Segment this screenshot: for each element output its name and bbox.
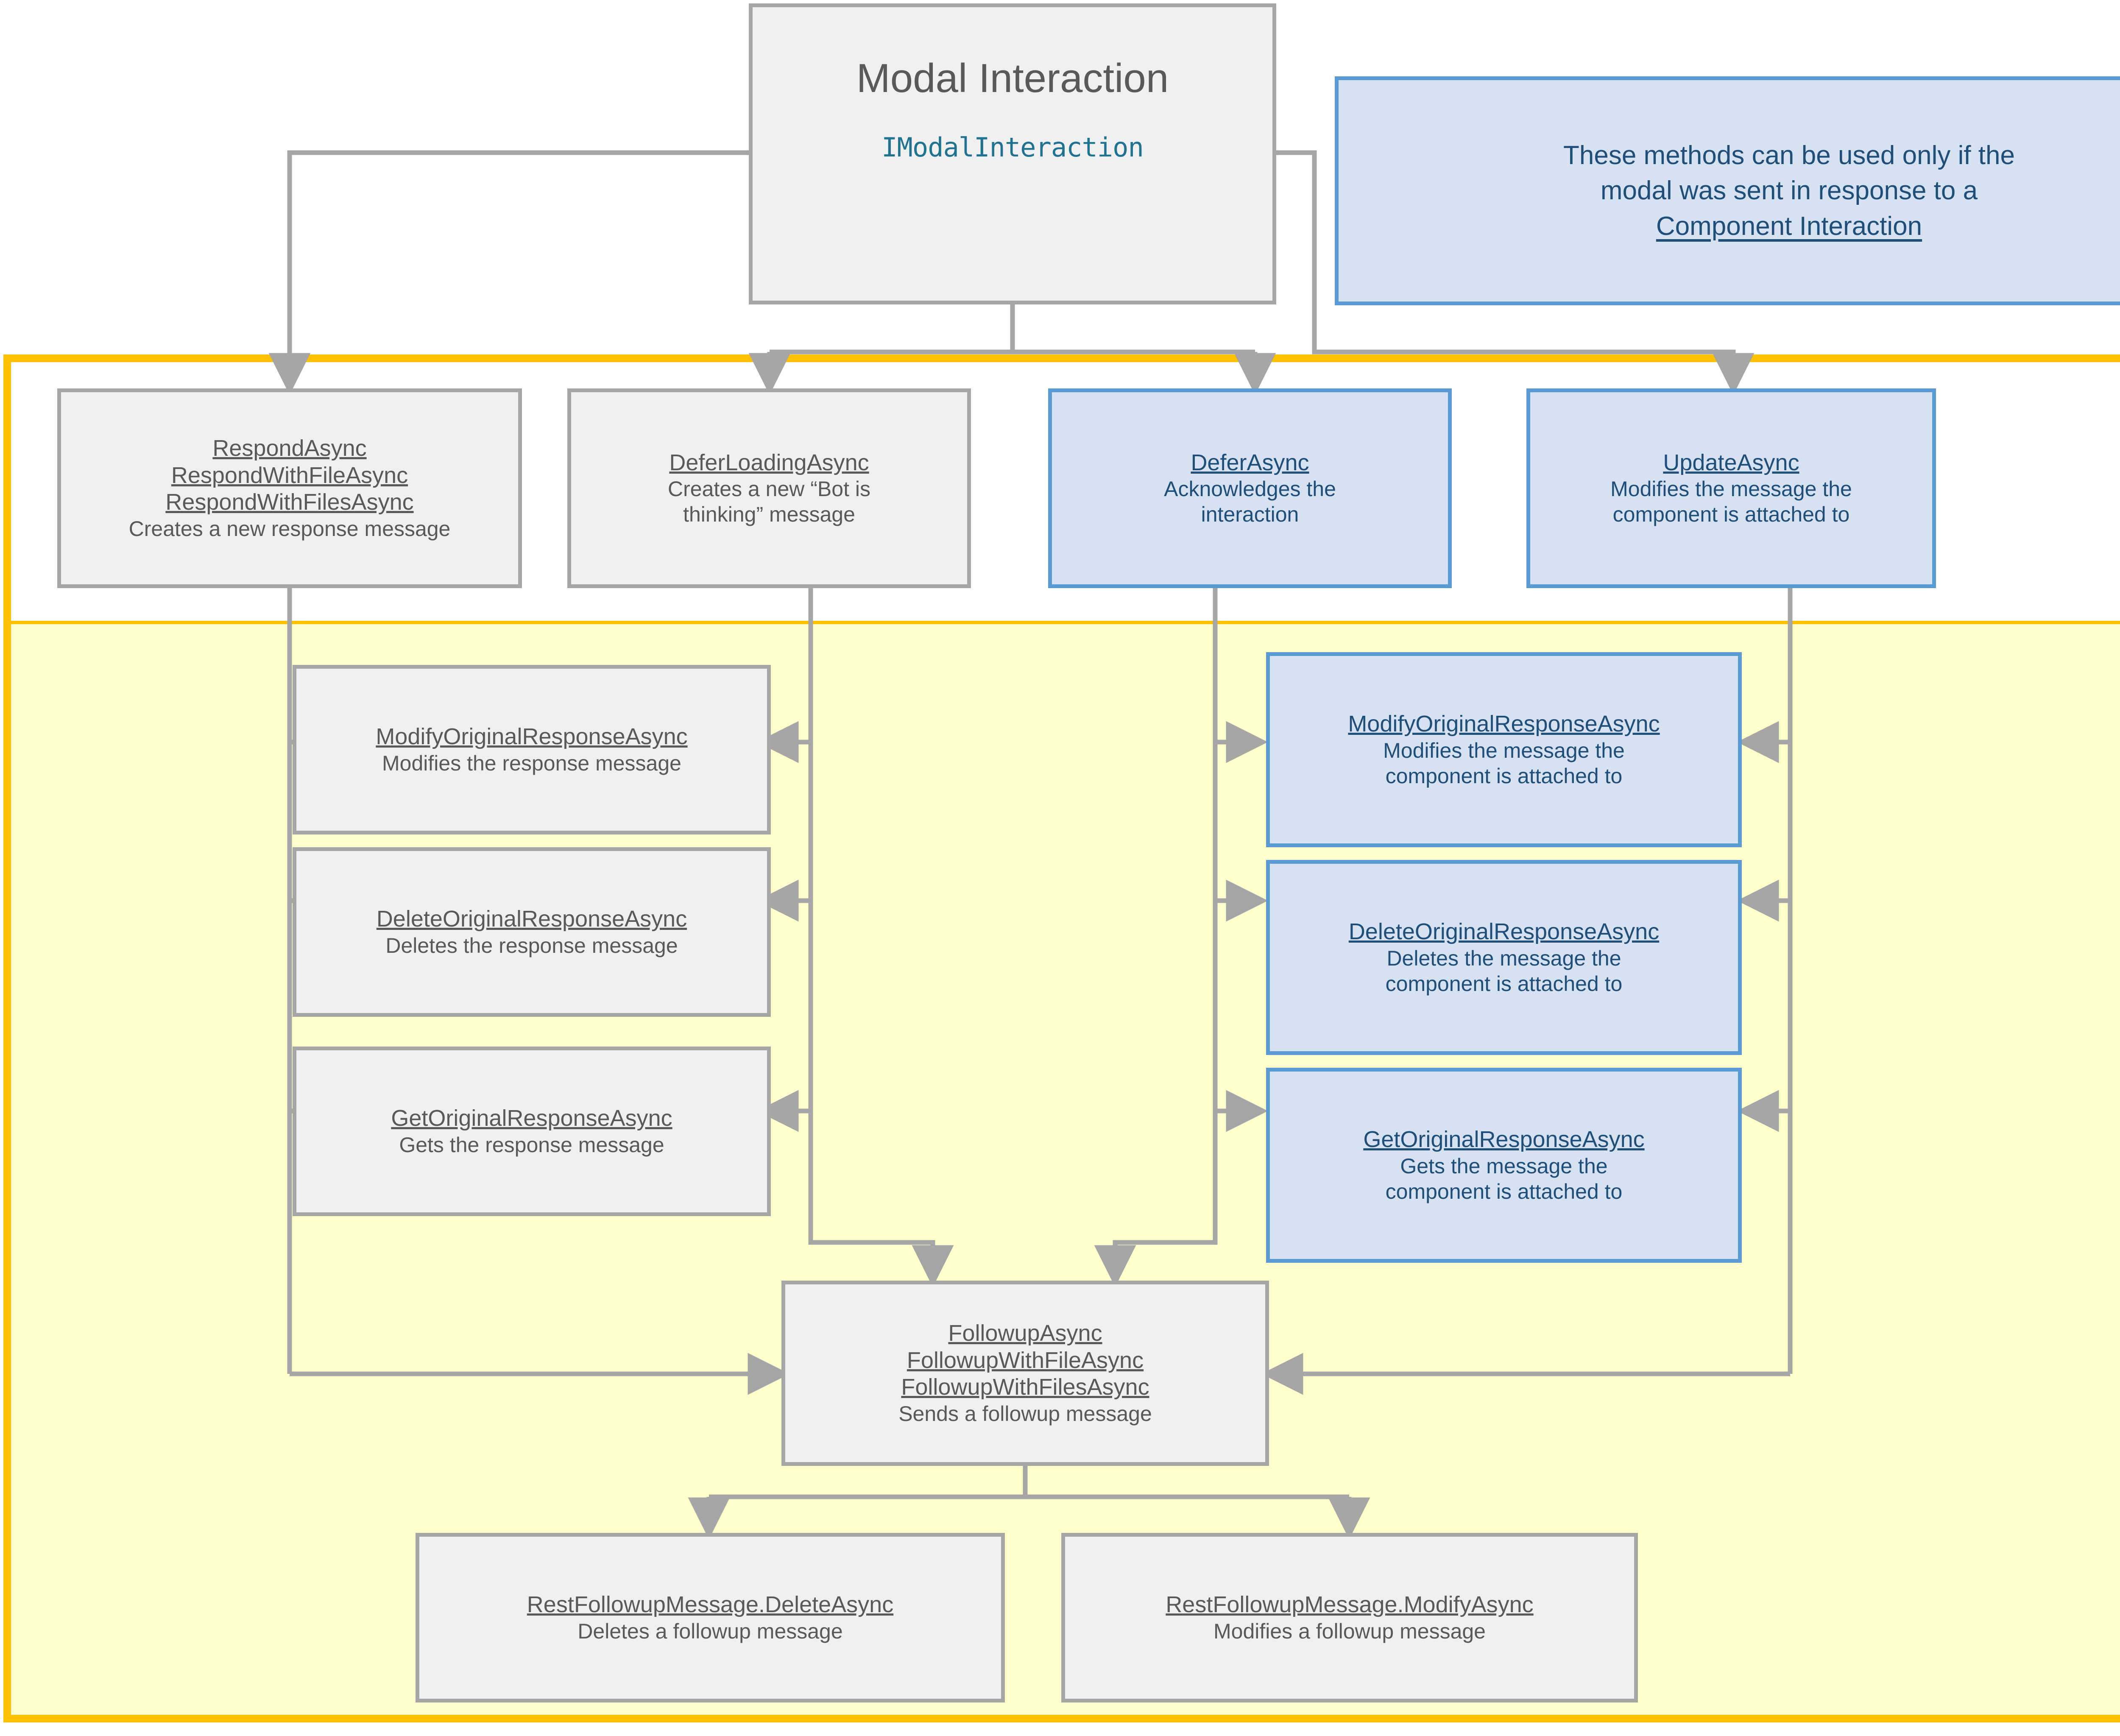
method-description: Creates a new “Bot is	[668, 477, 870, 501]
node-modify-original-response-async-grey[interactable]: ModifyOriginalResponseAsync Modifies the…	[293, 665, 771, 835]
legend-line: Has to be executed in 3 seconds	[1900, 440, 2120, 469]
root-node-modal-interaction[interactable]: Modal Interaction IModalInteraction	[749, 3, 1276, 304]
legend-line: after sending an initial response	[1900, 734, 2120, 764]
legend-title: Followup methods	[1900, 672, 2120, 705]
note-line-1: These methods can be used only if the	[1563, 141, 2015, 170]
method-link[interactable]: RespondWithFilesAsync	[165, 489, 414, 515]
legend-title: Initial Response methods	[1900, 407, 2120, 440]
wire-root-to-update	[1276, 150, 1755, 395]
wire-defer-bus	[1094, 588, 1218, 1287]
note-line-2: modal was sent in response to a	[1600, 176, 1978, 206]
method-description: interaction	[1201, 502, 1299, 527]
wire-root-to-respond	[268, 150, 749, 395]
method-description: Modifies the message the	[1610, 477, 1852, 501]
method-link[interactable]: FollowupWithFileAsync	[907, 1347, 1144, 1373]
method-link[interactable]: FollowupAsync	[948, 1320, 1102, 1346]
method-description: component is attached to	[1385, 1179, 1623, 1203]
node-defer-async[interactable]: DeferAsync Acknowledges the interaction	[1048, 388, 1452, 588]
method-link[interactable]: RespondAsync	[212, 435, 367, 461]
method-description: Creates a new response message	[128, 517, 451, 541]
method-link[interactable]: GetOriginalResponseAsync	[1363, 1127, 1645, 1153]
method-link[interactable]: ModifyOriginalResponseAsync	[376, 724, 688, 750]
method-link[interactable]: DeleteOriginalResponseAsync	[1348, 919, 1660, 945]
legend-followup: Followup methods Can be used in 15 minut…	[1900, 672, 2120, 823]
method-link[interactable]: DeleteOriginalResponseAsync	[376, 906, 687, 932]
method-description: Modifies the response message	[382, 751, 681, 775]
method-link[interactable]: RestFollowupMessage.ModifyAsync	[1166, 1592, 1534, 1618]
method-link[interactable]: DeferLoadingAsync	[669, 449, 869, 475]
method-description: component is attached to	[1385, 971, 1623, 996]
method-link[interactable]: RespondWithFileAsync	[171, 462, 408, 488]
method-description: Deletes the message the	[1386, 946, 1621, 970]
legend-initial-response: Initial Response methods Has to be execu…	[1900, 407, 2120, 528]
node-get-original-response-async-grey[interactable]: GetOriginalResponseAsync Gets the respon…	[293, 1047, 771, 1216]
legend-line: Can be used only ones per interaction	[1900, 499, 2120, 528]
method-description: Sends a followup message	[898, 1402, 1152, 1426]
node-defer-loading-async[interactable]: DeferLoadingAsync Creates a new “Bot is …	[567, 388, 971, 588]
node-modify-original-response-async-blue[interactable]: ModifyOriginalResponseAsync Modifies the…	[1266, 652, 1742, 847]
legend-line: after receiving the interaction	[1900, 469, 2120, 499]
node-followup-async[interactable]: FollowupAsync FollowupWithFileAsync Foll…	[781, 1281, 1269, 1466]
node-delete-original-response-async-blue[interactable]: DeleteOriginalResponseAsync Deletes the …	[1266, 860, 1742, 1055]
method-link[interactable]: FollowupWithFilesAsync	[901, 1374, 1149, 1400]
method-link[interactable]: RestFollowupMessage.DeleteAsync	[527, 1592, 894, 1618]
method-link[interactable]: ModifyOriginalResponseAsync	[1348, 711, 1660, 737]
method-description: thinking” message	[683, 502, 855, 527]
node-rest-followup-message-delete-async[interactable]: RestFollowupMessage.DeleteAsync Deletes …	[416, 1533, 1005, 1703]
method-link[interactable]: DeferAsync	[1191, 449, 1309, 475]
root-title: Modal Interaction	[856, 56, 1169, 101]
node-update-async[interactable]: UpdateAsync Modifies the message the com…	[1526, 388, 1936, 588]
root-interface-name: IModalInteraction	[881, 132, 1144, 163]
wire-deferloading-bus	[808, 588, 954, 1287]
method-description: Modifies the message the	[1383, 738, 1625, 762]
legend-line: Can be used in 15 minutes	[1900, 705, 2120, 734]
node-get-original-response-async-blue[interactable]: GetOriginalResponseAsync Gets the messag…	[1266, 1068, 1742, 1263]
method-description: Deletes the response message	[385, 933, 678, 957]
method-description: Acknowledges the	[1164, 477, 1336, 501]
node-respond-async[interactable]: RespondAsync RespondWithFileAsync Respon…	[57, 388, 522, 588]
method-description: Deletes a followup message	[577, 1619, 843, 1643]
node-delete-original-response-async-grey[interactable]: DeleteOriginalResponseAsync Deletes the …	[293, 847, 771, 1017]
legend-line: interaction token’s lifetime	[1900, 793, 2120, 823]
legend-line: Can be used multiple times during	[1900, 764, 2120, 793]
method-description: Gets the message the	[1400, 1154, 1608, 1178]
method-description: component is attached to	[1385, 764, 1623, 788]
method-description: component is attached to	[1612, 502, 1850, 527]
component-interaction-note: These methods can be used only if the mo…	[1335, 76, 2120, 305]
method-description: Modifies a followup message	[1213, 1619, 1486, 1643]
method-link[interactable]: GetOriginalResponseAsync	[391, 1105, 672, 1131]
component-interaction-link[interactable]: Component Interaction	[1656, 211, 1922, 241]
method-description: Gets the response message	[399, 1133, 664, 1157]
method-link[interactable]: UpdateAsync	[1663, 449, 1799, 475]
node-rest-followup-message-modify-async[interactable]: RestFollowupMessage.ModifyAsync Modifies…	[1061, 1533, 1638, 1703]
